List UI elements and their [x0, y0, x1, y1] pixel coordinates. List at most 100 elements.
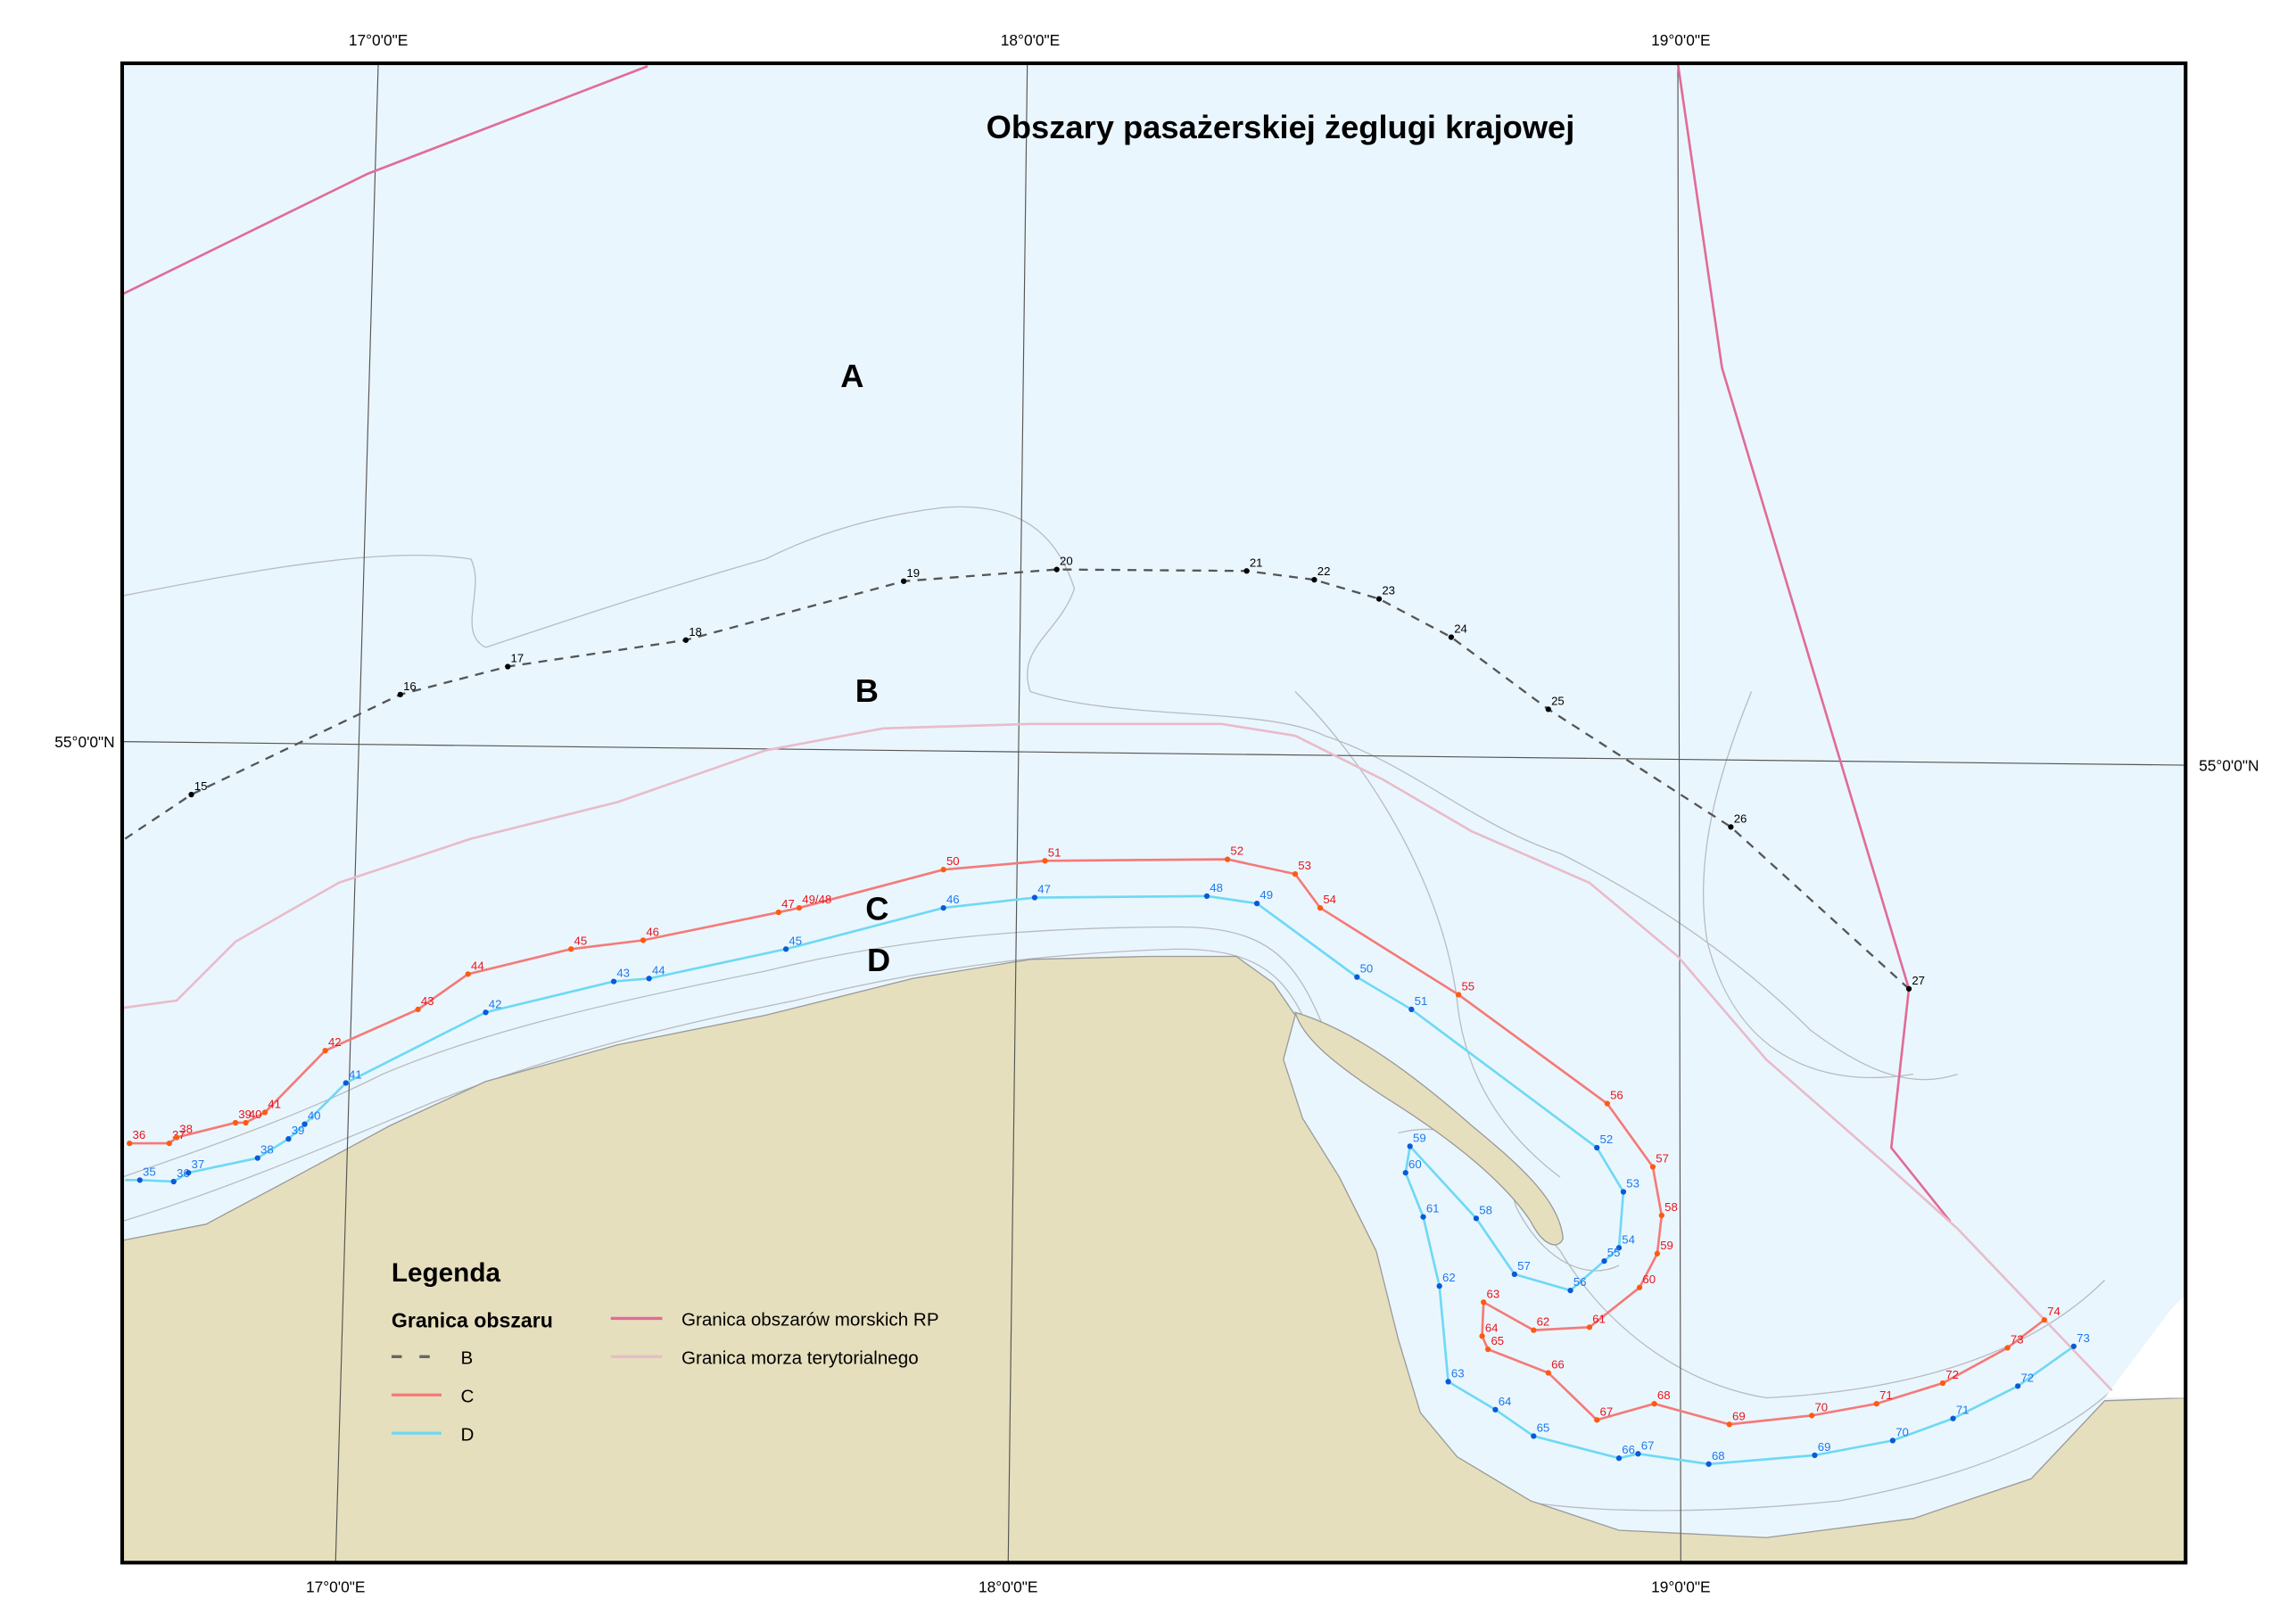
- route-c-line: [129, 858, 2045, 1426]
- route-c-point: [173, 1134, 180, 1141]
- route-b-point: [188, 791, 194, 798]
- route-d-point: [1889, 1438, 1896, 1444]
- territorial-sea-line: [121, 722, 2113, 1392]
- route-d-point-label: 41: [349, 1067, 362, 1081]
- route-b-point-label: 25: [1551, 694, 1565, 707]
- route-d-point: [1950, 1415, 1956, 1421]
- route-c-point-label: 74: [2047, 1305, 2061, 1318]
- route-c-point-label: 36: [133, 1128, 146, 1141]
- route-d-point: [1615, 1455, 1623, 1462]
- graticule: [121, 62, 2186, 1563]
- route-b-point-label: 20: [1060, 555, 1073, 568]
- route-d-point-label: 46: [946, 893, 960, 906]
- route-d-point-label: 50: [1360, 962, 1374, 976]
- legend: Legenda Granica obszaru B C D Granica ob…: [392, 1258, 939, 1445]
- route-c-point: [415, 1006, 421, 1013]
- route-c-point: [2041, 1316, 2047, 1323]
- route-d-point-label: 59: [1413, 1131, 1426, 1144]
- lat-label-55-left: 55°0'0"N: [54, 733, 114, 751]
- route-c-point-label: 38: [179, 1123, 193, 1136]
- route-d-point: [170, 1178, 177, 1185]
- route-c-point: [2004, 1345, 2011, 1351]
- route-d-point: [646, 976, 652, 982]
- route-d-point: [1615, 1245, 1623, 1251]
- route-b-point-label: 17: [511, 652, 524, 665]
- route-c-point-label: 60: [1642, 1273, 1656, 1286]
- route-c-point-label: 70: [1814, 1400, 1828, 1413]
- route-b-point: [900, 578, 907, 584]
- route-d-point-label: 61: [1426, 1202, 1440, 1215]
- route-d-point: [1420, 1214, 1426, 1220]
- route-d-point-label: 66: [1622, 1443, 1635, 1456]
- route-c-point-label: 61: [1592, 1312, 1606, 1325]
- route-c-point-label: 64: [1485, 1321, 1499, 1334]
- route-b-point-label: 22: [1317, 564, 1331, 578]
- route-c-point-label: 53: [1298, 859, 1311, 872]
- area-label-c: C: [865, 890, 888, 927]
- route-c-point: [1651, 1400, 1657, 1407]
- route-d-point: [483, 1009, 489, 1016]
- route-c-point: [1649, 1164, 1656, 1170]
- route-d-point: [1492, 1406, 1499, 1413]
- route-d-point-label: 69: [1818, 1440, 1831, 1454]
- route-d-point-label: 51: [1415, 994, 1428, 1008]
- route-d-point: [186, 1169, 192, 1176]
- route-b-line: [124, 568, 1910, 990]
- lon-label-18-top: 18°0'0"E: [1001, 31, 1060, 49]
- route-c-point: [1594, 1417, 1600, 1423]
- route-c-point: [322, 1047, 328, 1054]
- route-d-point: [1511, 1271, 1517, 1278]
- route-d-point-label: 38: [260, 1143, 274, 1157]
- route-c-point: [1479, 1333, 1485, 1339]
- route-d-point-label: 64: [1499, 1395, 1512, 1408]
- route-c-point-label: 59: [1660, 1239, 1673, 1252]
- route-c-point: [1317, 904, 1324, 911]
- route-c-point: [775, 909, 781, 916]
- route-c-point: [1292, 870, 1299, 877]
- route-c-point-label: 46: [646, 925, 659, 938]
- route-d-point: [1812, 1452, 1818, 1459]
- route-c-point-label: 43: [421, 994, 434, 1008]
- route-d-point-label: 52: [1600, 1133, 1614, 1146]
- route-c-point-label: 52: [1230, 844, 1243, 858]
- area-label-a: A: [840, 358, 863, 394]
- area-label-b: B: [855, 672, 879, 709]
- legend-subtitle: Granica obszaru: [392, 1308, 553, 1331]
- route-b-point-label: 23: [1382, 584, 1395, 597]
- route-b-point-label: 21: [1250, 556, 1263, 569]
- route-b-point-label: 26: [1734, 812, 1747, 825]
- route-b-point: [1545, 706, 1551, 713]
- route-c-point-label: 67: [1600, 1405, 1614, 1418]
- route-d-point-label: 47: [1037, 883, 1051, 896]
- route-b-point-label: 27: [1912, 974, 1925, 987]
- route-d-point-label: 53: [1626, 1177, 1639, 1190]
- legend-title: Legenda: [392, 1258, 501, 1288]
- route-d-point: [1620, 1189, 1627, 1195]
- route-d-point: [1203, 893, 1210, 900]
- legend-label-c: C: [460, 1386, 474, 1406]
- route-c-point-label: 54: [1323, 893, 1336, 906]
- route-c-point: [1873, 1400, 1879, 1407]
- route-c-point: [1939, 1380, 1946, 1387]
- route-d-point-label: 35: [143, 1165, 156, 1178]
- route-d-point: [1253, 900, 1260, 907]
- route-d-point: [136, 1177, 143, 1183]
- lon-label-17-bottom: 17°0'0"E: [306, 1578, 365, 1595]
- route-c-point: [1658, 1212, 1664, 1219]
- route-d-point: [1408, 1006, 1415, 1013]
- route-b-point: [1728, 824, 1734, 830]
- route-c-point-label: 69: [1732, 1409, 1746, 1422]
- lon-label-17-top: 17°0'0"E: [349, 31, 408, 49]
- route-b-point-label: 24: [1454, 622, 1467, 636]
- route-c-point: [1456, 992, 1462, 998]
- route-c-point-label: 44: [471, 959, 484, 972]
- route-c-point-label: 39: [238, 1108, 252, 1121]
- route-c-point: [1726, 1421, 1732, 1428]
- route-d-point-label: 68: [1712, 1449, 1725, 1462]
- route-b-point: [1448, 634, 1455, 640]
- route-c-point: [796, 904, 803, 911]
- route-d-point: [1407, 1143, 1413, 1149]
